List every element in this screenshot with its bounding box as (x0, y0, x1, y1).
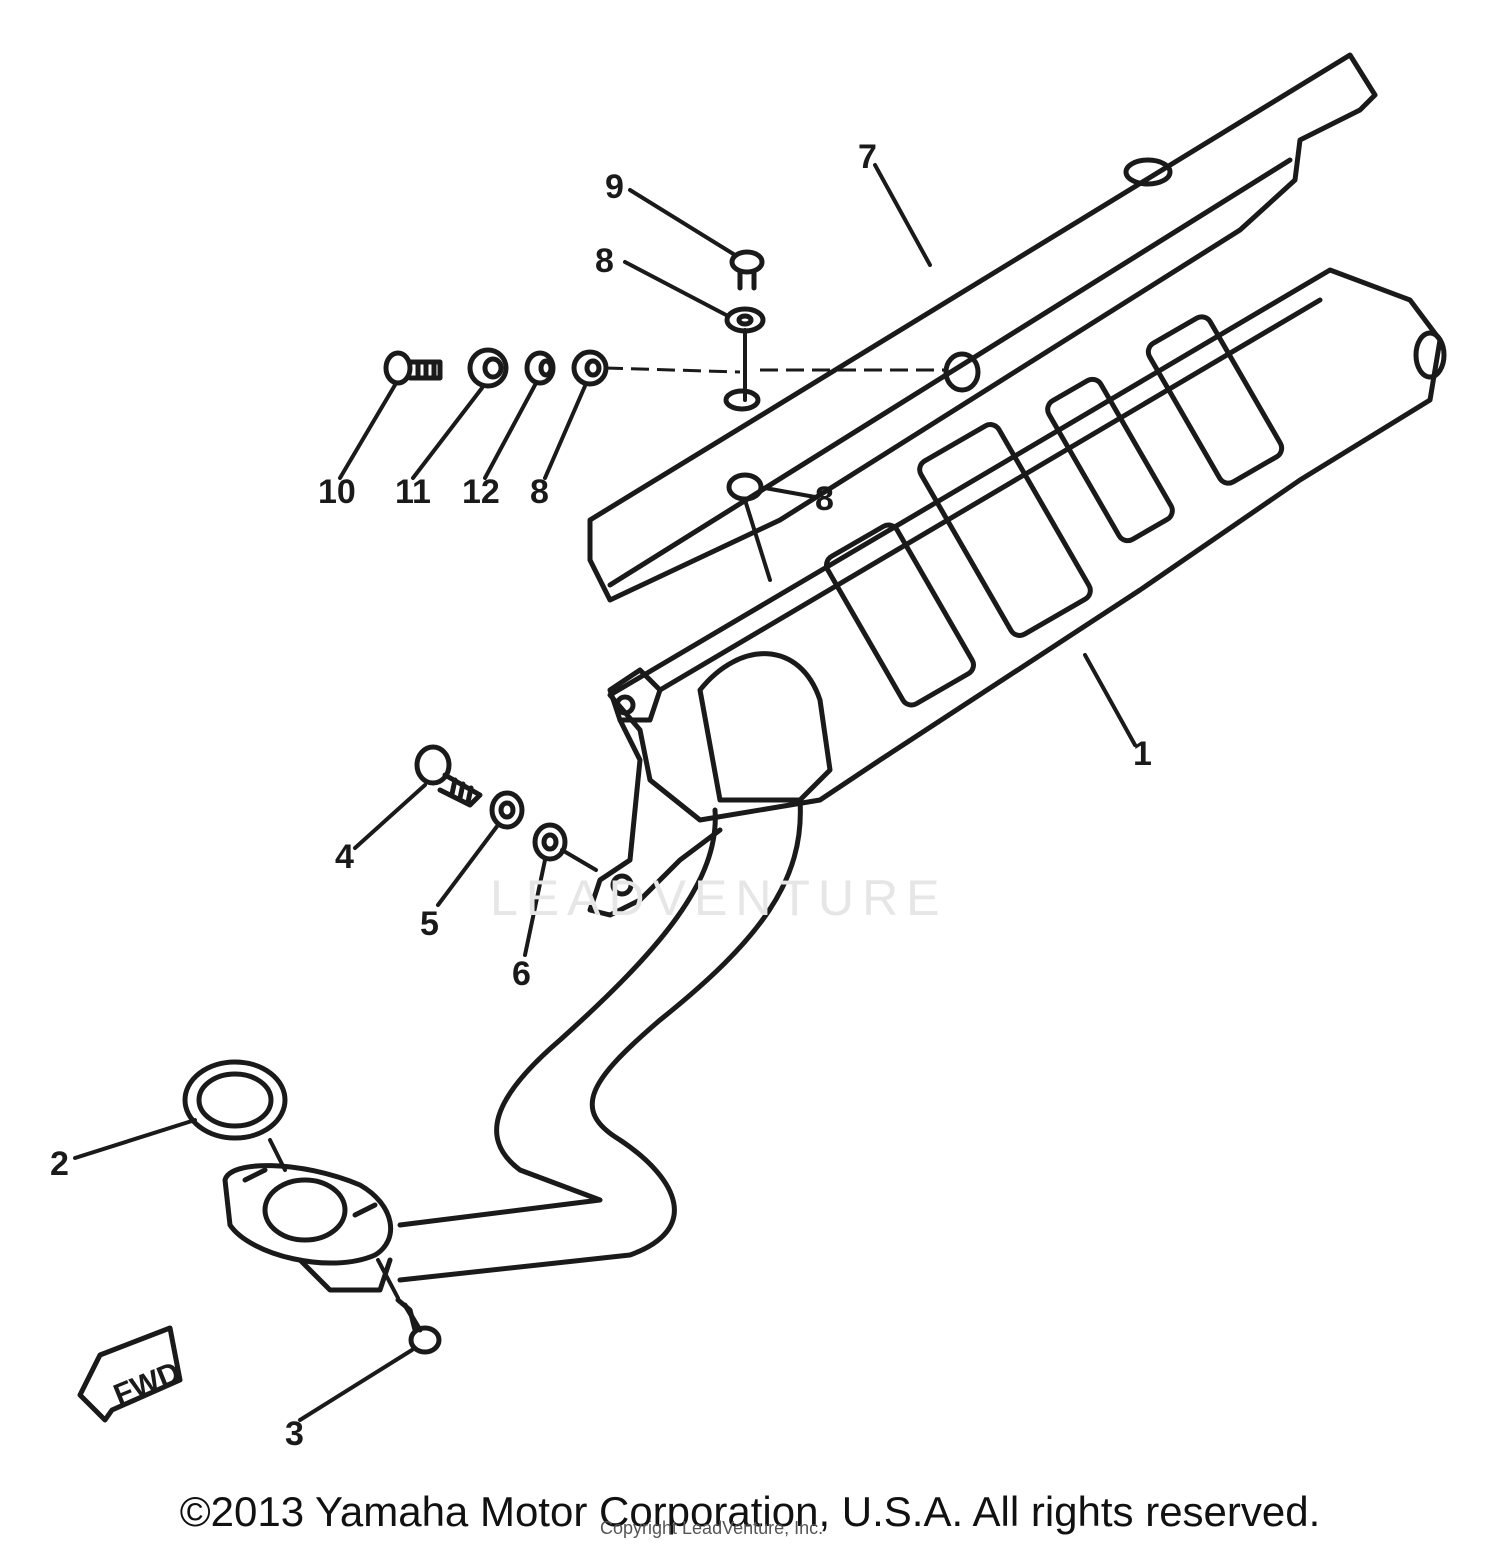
copyright-notice: ©2013 Yamaha Motor Corporation, U.S.A. A… (179, 1488, 1321, 1535)
callout-8-left: 8 (530, 473, 549, 511)
washer-part-6 (532, 822, 568, 862)
callout-1: 1 (1133, 735, 1152, 773)
callout-9: 9 (605, 168, 624, 206)
callout-12: 12 (462, 473, 500, 511)
dashed-alignment-lines (604, 366, 945, 374)
watermark-text: LEADVENTURE (490, 870, 948, 926)
nut-part-11 (467, 347, 509, 389)
mounting-bracket (587, 694, 723, 918)
callout-7: 7 (858, 138, 877, 176)
callout-5: 5 (420, 905, 439, 943)
bolt-part-9 (729, 249, 765, 291)
callout-6: 6 (512, 955, 531, 993)
callout-8-right: 8 (815, 480, 834, 518)
callout-4: 4 (335, 838, 354, 876)
callout-10: 10 (318, 473, 356, 511)
callout-11: 11 (395, 473, 431, 511)
gasket-part-2 (182, 1059, 288, 1141)
fwd-label: FWD (109, 1356, 185, 1412)
bolt-part-4 (414, 744, 483, 808)
callout-8-top: 8 (595, 242, 614, 280)
washer-part-5 (489, 790, 525, 830)
bolt-part-10 (383, 350, 443, 386)
leader-lines (73, 163, 1137, 1422)
washer-part-8-top (724, 306, 766, 334)
fwd-arrow-icon (77, 1325, 183, 1423)
exhaust-parts-diagram: LEADVENTURE 1 2 3 4 5 6 7 8 8 9 10 11 12… (50, 52, 1447, 1453)
bolt-part-3 (395, 1297, 442, 1355)
exhaust-pipe (397, 797, 803, 1283)
heat-protector-part-7 (587, 52, 1378, 603)
callout-3: 3 (285, 1415, 304, 1453)
watermark-small-text: Copyright LeadVenture, Inc. (600, 1518, 824, 1538)
washer-part-8-left (571, 349, 609, 387)
muffler-part-1 (607, 267, 1447, 823)
washer-part-8-lower (726, 472, 764, 502)
collar-part-12 (524, 350, 556, 386)
exhaust-flange (222, 1163, 393, 1293)
callout-2: 2 (50, 1145, 69, 1183)
